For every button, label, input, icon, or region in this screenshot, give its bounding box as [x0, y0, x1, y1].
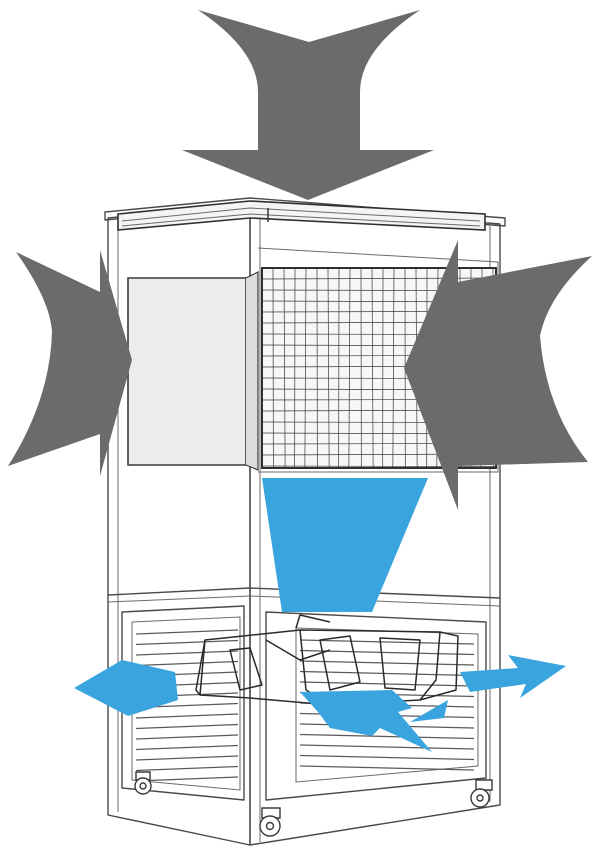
airflow-arrow-left: [74, 660, 178, 716]
airflow-arrow-front: [300, 690, 432, 752]
right-intake-arrow: [404, 240, 592, 510]
caster-center: [259, 807, 281, 837]
top-intake-arrow: [182, 10, 434, 200]
top-grille: [117, 200, 486, 231]
airflow-funnel: [262, 478, 428, 612]
cabinet-top-rim: [104, 197, 506, 227]
airflow-arrow-right: [460, 655, 566, 698]
lower-left-louver: [121, 605, 245, 801]
caster-left: [134, 771, 152, 795]
intake-arrows: [8, 10, 592, 510]
casters: [134, 771, 493, 837]
airflow: [74, 478, 566, 752]
left-intake-arrow: [8, 250, 132, 476]
caster-right: [470, 779, 493, 808]
prefilter-panel: [127, 271, 259, 471]
cabinet-seam: [107, 587, 501, 599]
